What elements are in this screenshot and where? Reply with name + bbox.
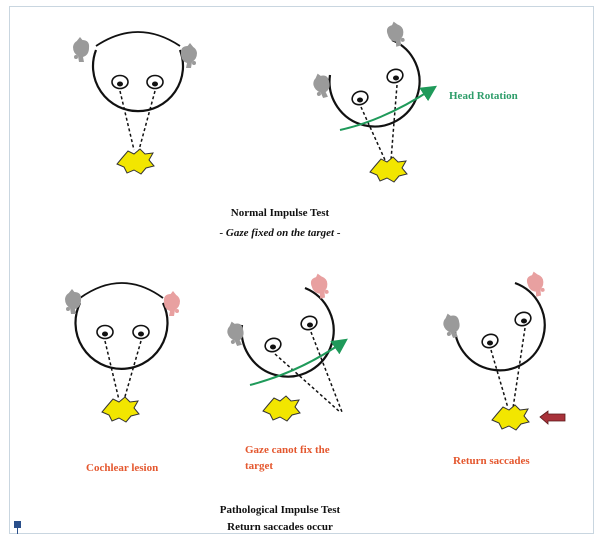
cochlear-lesion-label: Cochlear lesion	[86, 462, 158, 474]
target-burst-icon	[263, 396, 300, 421]
red-arrow-icon	[540, 411, 565, 424]
ear-icon	[441, 311, 463, 339]
pathological-test-title: Pathological Impulse Test	[200, 504, 360, 516]
pathological-test-subtitle: Return saccades occur	[200, 521, 360, 533]
gaze-line	[491, 350, 508, 408]
gaze-line	[120, 91, 134, 150]
gaze-cannot-fix-label-line1: Gaze canot fix the	[245, 444, 330, 456]
eye-left	[112, 76, 128, 89]
eye-left	[263, 336, 282, 354]
head-top-arc	[96, 32, 180, 46]
panel-gaze-cannot-fix	[225, 272, 343, 421]
gaze-line	[311, 332, 342, 412]
head-rotation-label: Head Rotation	[449, 90, 518, 102]
head-outline	[93, 50, 183, 111]
return-saccades-label: Return saccades	[453, 455, 530, 467]
ear-icon	[385, 20, 407, 48]
head-outline	[455, 283, 545, 370]
panel-return-saccades	[441, 270, 565, 430]
eye-right	[385, 67, 404, 85]
panel-normal-centered	[73, 32, 197, 174]
gaze-line	[105, 341, 119, 400]
eye-left	[350, 89, 369, 107]
head-outline	[76, 303, 168, 369]
eye-left	[480, 332, 499, 350]
panel-normal-rotated	[311, 20, 432, 182]
eye-right	[299, 314, 318, 332]
target-burst-icon	[102, 397, 139, 422]
gaze-line	[139, 91, 155, 150]
normal-test-subtitle: - Gaze fixed on the target -	[170, 227, 390, 239]
normal-test-title: Normal Impulse Test	[200, 207, 360, 219]
eye-left	[97, 326, 113, 339]
ear-icon	[73, 37, 89, 62]
panel-cochlear-lesion	[65, 283, 180, 422]
target-burst-icon	[117, 149, 154, 174]
ear-icon	[309, 272, 331, 300]
gaze-line	[124, 341, 141, 400]
target-burst-icon	[370, 157, 407, 182]
eye-right	[513, 310, 532, 328]
gaze-line	[361, 107, 385, 160]
head-top-arc	[80, 283, 163, 298]
target-burst-icon	[492, 405, 529, 430]
head-outline	[242, 288, 334, 377]
head-outline	[330, 40, 420, 126]
ear-icon	[65, 289, 81, 314]
gaze-cannot-fix-label-line2: target	[245, 460, 273, 472]
eye-right	[133, 326, 149, 339]
ear-icon	[525, 270, 547, 298]
eye-right	[147, 76, 163, 89]
